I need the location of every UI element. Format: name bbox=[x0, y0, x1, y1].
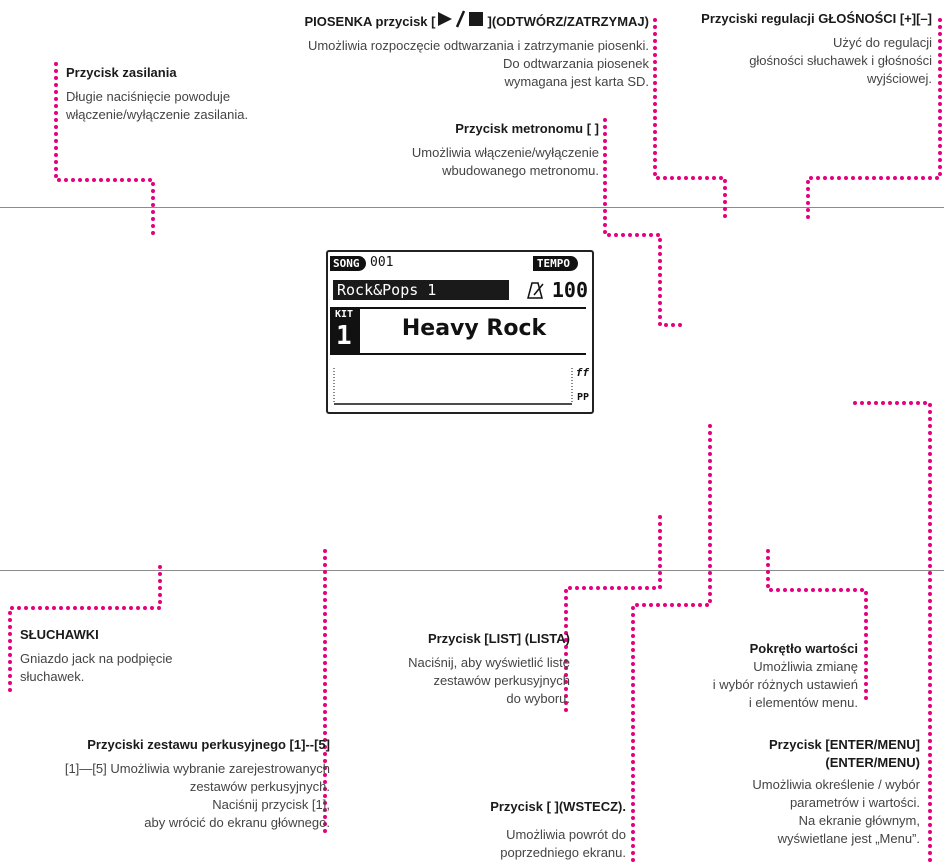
list-desc-line: zestawów perkusyjnych bbox=[433, 673, 570, 688]
kit-tag: KIT bbox=[335, 309, 354, 320]
enter-menu-label: Przycisk [ENTER/MENU] (ENTER/MENU) Umożl… bbox=[752, 736, 920, 848]
leader-song bbox=[653, 18, 727, 222]
metronome-button-label: Przycisk metronomu [ ] Umożliwia włączen… bbox=[412, 120, 599, 180]
enter-desc-line: wyświetlane jest „Menu”. bbox=[777, 831, 920, 846]
kits-desc-line: Naciśnij przycisk [1], bbox=[212, 797, 330, 812]
kits-desc: [1]—[5] Umożliwia wybranie zarejestrowan… bbox=[65, 760, 330, 832]
song-number: 001 bbox=[370, 255, 394, 270]
level-low: PP bbox=[576, 392, 589, 403]
volume-desc: Użyć do regulacji głośności słuchawek i … bbox=[701, 34, 932, 88]
leader-back bbox=[631, 418, 712, 862]
volume-title: Przyciski regulacji GŁOŚNOŚCI [+][–] bbox=[701, 11, 932, 26]
leader-volume bbox=[806, 18, 942, 222]
kits-desc-line: [1]—[5] Umożliwia wybranie zarejestrowan… bbox=[64, 761, 330, 776]
dial-desc-line: i elementów menu. bbox=[748, 695, 858, 710]
value-dial-label: Pokrętło wartości Umożliwia zmianę i wyb… bbox=[713, 640, 858, 712]
metronome-desc-line: wbudowanego metronomu. bbox=[442, 163, 599, 178]
enter-desc-line: Na ekranie głównym, bbox=[798, 813, 920, 828]
power-desc-line: włączenie/wyłączenie zasilania. bbox=[66, 107, 249, 122]
list-desc-line: do wyboru. bbox=[506, 691, 570, 706]
song-desc: Umożliwia rozpoczęcie odtwarzania i zatr… bbox=[304, 37, 649, 91]
leader-headphones bbox=[8, 564, 162, 692]
level-meter bbox=[333, 368, 573, 405]
song-button-label: PIOSENKA przycisk [](ODTWÓRZ/ZATRZYMAJ) … bbox=[304, 10, 649, 91]
list-desc: Naciśnij, aby wyświetlić listę zestawów … bbox=[408, 654, 570, 708]
kit-row bbox=[330, 307, 586, 355]
enter-desc-line: Umożliwia określenie / wybór bbox=[752, 777, 920, 792]
enter-desc-line: parametrów i wartości. bbox=[789, 795, 920, 810]
list-desc-line: Naciśnij, aby wyświetlić listę bbox=[408, 655, 570, 670]
metronome-title: Przycisk metronomu [ ] bbox=[455, 121, 599, 136]
enter-title: Przycisk [ENTER/MENU] (ENTER/MENU) bbox=[752, 736, 920, 772]
headphones-label: SŁUCHAWKI Gniazdo jack na podpięcie słuc… bbox=[20, 626, 173, 686]
song-title-prefix: PIOSENKA przycisk [ bbox=[304, 14, 436, 29]
metronome-icon bbox=[527, 282, 544, 299]
song-tag: SONG bbox=[330, 256, 366, 271]
volume-buttons-label: Przyciski regulacji GŁOŚNOŚCI [+][–] Uży… bbox=[701, 10, 932, 88]
dial-title: Pokrętło wartości bbox=[749, 641, 858, 656]
kit-number: 1 bbox=[336, 321, 352, 351]
headphones-desc: Gniazdo jack na podpięcie słuchawek. bbox=[20, 650, 173, 686]
lcd-display: SONG 001 TEMPO Rock&Pops 1 100 KIT 1 Hea… bbox=[326, 250, 594, 414]
song-desc-line: Umożliwia rozpoczęcie odtwarzania i zatr… bbox=[307, 38, 649, 53]
play-stop-icon bbox=[438, 10, 484, 28]
leader-power bbox=[54, 62, 155, 242]
list-title: Przycisk [LIST] (LISTA) bbox=[427, 631, 570, 646]
song-title-suffix: ](ODTWÓRZ/ZATRZYMAJ) bbox=[487, 14, 649, 29]
bottom-divider bbox=[0, 570, 944, 571]
headphones-desc-line: słuchawek. bbox=[20, 669, 85, 684]
back-desc: Umożliwia powrót do poprzedniego ekranu. bbox=[490, 826, 626, 862]
back-title: Przycisk [ ](WSTECZ). bbox=[490, 799, 626, 814]
power-desc: Długie naciśnięcie powoduje włączenie/wy… bbox=[66, 88, 248, 124]
dial-desc-line: Umożliwia zmianę bbox=[753, 659, 858, 674]
leader-list bbox=[564, 514, 662, 712]
leader-dial bbox=[766, 544, 868, 700]
song-desc-line: wymagana jest karta SD. bbox=[504, 74, 649, 89]
tempo-value: 100 bbox=[551, 278, 588, 302]
headphones-title: SŁUCHAWKI bbox=[20, 627, 99, 642]
power-desc-line: Długie naciśnięcie powoduje bbox=[66, 89, 231, 104]
back-desc-line: Umożliwia powrót do bbox=[506, 827, 626, 842]
song-title: PIOSENKA przycisk [ ](ODTWÓRZ/ZATRZYMAJ) bbox=[304, 10, 649, 31]
song-name: Rock&Pops 1 bbox=[333, 280, 509, 300]
volume-desc-line: wyjściowej. bbox=[866, 71, 932, 86]
volume-desc-line: głośności słuchawek i głośności bbox=[749, 53, 932, 68]
enter-title-line: (ENTER/MENU) bbox=[825, 755, 920, 770]
back-desc-line: poprzedniego ekranu. bbox=[500, 845, 626, 860]
leader-metronome bbox=[603, 118, 689, 327]
level-high: ff bbox=[575, 366, 589, 379]
dial-desc-line: i wybór różnych ustawień bbox=[712, 677, 858, 692]
back-button-label: Przycisk [ ](WSTECZ). Umożliwia powrót d… bbox=[490, 798, 626, 862]
top-divider bbox=[0, 207, 944, 208]
leader-enter bbox=[846, 401, 932, 862]
metronome-desc-line: Umożliwia włączenie/wyłączenie bbox=[411, 145, 599, 160]
kit-buttons-label: Przyciski zestawu perkusyjnego [1]--[5] … bbox=[65, 736, 330, 832]
enter-title-line: Przycisk [ENTER/MENU] bbox=[769, 737, 920, 752]
dial-desc: Umożliwia zmianę i wybór różnych ustawie… bbox=[713, 658, 858, 712]
power-button-label: Przycisk zasilania Długie naciśnięcie po… bbox=[66, 64, 248, 124]
list-button-label: Przycisk [LIST] (LISTA) Naciśnij, aby wy… bbox=[408, 630, 570, 708]
kits-desc-line: zestawów perkusyjnych. bbox=[189, 779, 330, 794]
volume-desc-line: Użyć do regulacji bbox=[833, 35, 932, 50]
kits-desc-line: aby wrócić do ekranu głównego. bbox=[144, 815, 330, 830]
enter-desc: Umożliwia określenie / wybór parametrów … bbox=[752, 776, 920, 848]
kit-name: Heavy Rock bbox=[401, 316, 547, 341]
headphones-desc-line: Gniazdo jack na podpięcie bbox=[20, 651, 173, 666]
metronome-desc: Umożliwia włączenie/wyłączenie wbudowane… bbox=[412, 144, 599, 180]
power-title: Przycisk zasilania bbox=[66, 65, 177, 80]
kits-title: Przyciski zestawu perkusyjnego [1]--[5] bbox=[87, 737, 330, 752]
song-desc-line: Do odtwarzania piosenek bbox=[503, 56, 649, 71]
kit-badge: KIT 1 bbox=[330, 307, 360, 355]
tempo-tag: TEMPO bbox=[532, 256, 578, 271]
